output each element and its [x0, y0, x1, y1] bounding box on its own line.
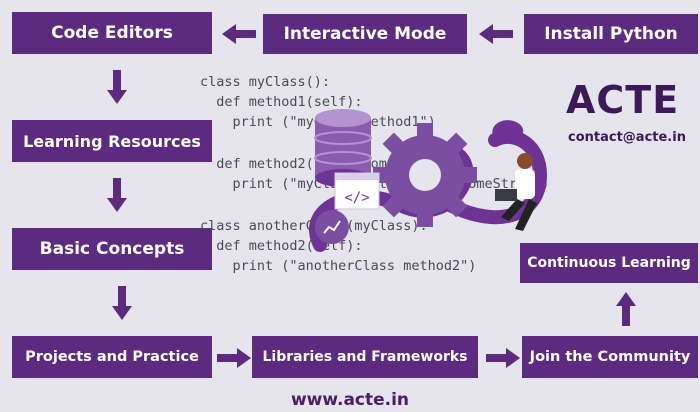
code-line: class myClass(): — [200, 74, 331, 90]
arrow-right-icon — [217, 348, 251, 368]
interactive-mode-label: Interactive Mode — [283, 24, 447, 44]
join-community-box: Join the Community — [522, 336, 698, 378]
arrow-down-icon — [107, 70, 127, 104]
code-window-icon: </> — [334, 172, 380, 210]
svg-text:</>: </> — [344, 190, 369, 206]
libraries-frameworks-label: Libraries and Frameworks — [262, 349, 468, 365]
libraries-frameworks-box: Libraries and Frameworks — [252, 336, 478, 378]
arrow-left-icon — [479, 24, 513, 44]
code-line: def method1(self): — [200, 94, 363, 110]
code-editors-label: Code Editors — [51, 23, 173, 43]
code-editors-box: Code Editors — [12, 12, 212, 54]
learning-resources-label: Learning Resources — [23, 131, 201, 151]
python-illustration: </> — [309, 109, 548, 252]
continuous-learning-label: Continuous Learning — [527, 255, 691, 271]
website-footer: www.acte.in — [290, 390, 410, 410]
code-line: print ("anotherClass method2") — [200, 258, 477, 274]
learning-resources-box: Learning Resources — [12, 120, 212, 162]
projects-practice-label: Projects and Practice — [25, 349, 199, 365]
person-icon — [495, 153, 537, 231]
basic-concepts-box: Basic Concepts — [12, 228, 212, 270]
continuous-learning-box: Continuous Learning — [520, 243, 698, 283]
arrow-down-icon — [107, 178, 127, 212]
arrow-left-icon — [222, 24, 256, 44]
basic-concepts-label: Basic Concepts — [39, 239, 185, 259]
acte-logo: ACTE — [566, 78, 680, 122]
join-community-label: Join the Community — [529, 349, 691, 365]
arrow-up-icon — [616, 292, 636, 326]
interactive-mode-box: Interactive Mode — [263, 14, 467, 54]
chart-badge-icon — [315, 210, 349, 244]
projects-practice-box: Projects and Practice — [12, 336, 212, 378]
contact-email: contact@acte.in — [568, 130, 686, 145]
gear-icon — [373, 123, 477, 227]
arrow-down-icon — [112, 286, 132, 320]
arrow-right-icon — [486, 348, 520, 368]
install-python-label: Install Python — [544, 24, 678, 44]
install-python-box: Install Python — [524, 14, 698, 54]
